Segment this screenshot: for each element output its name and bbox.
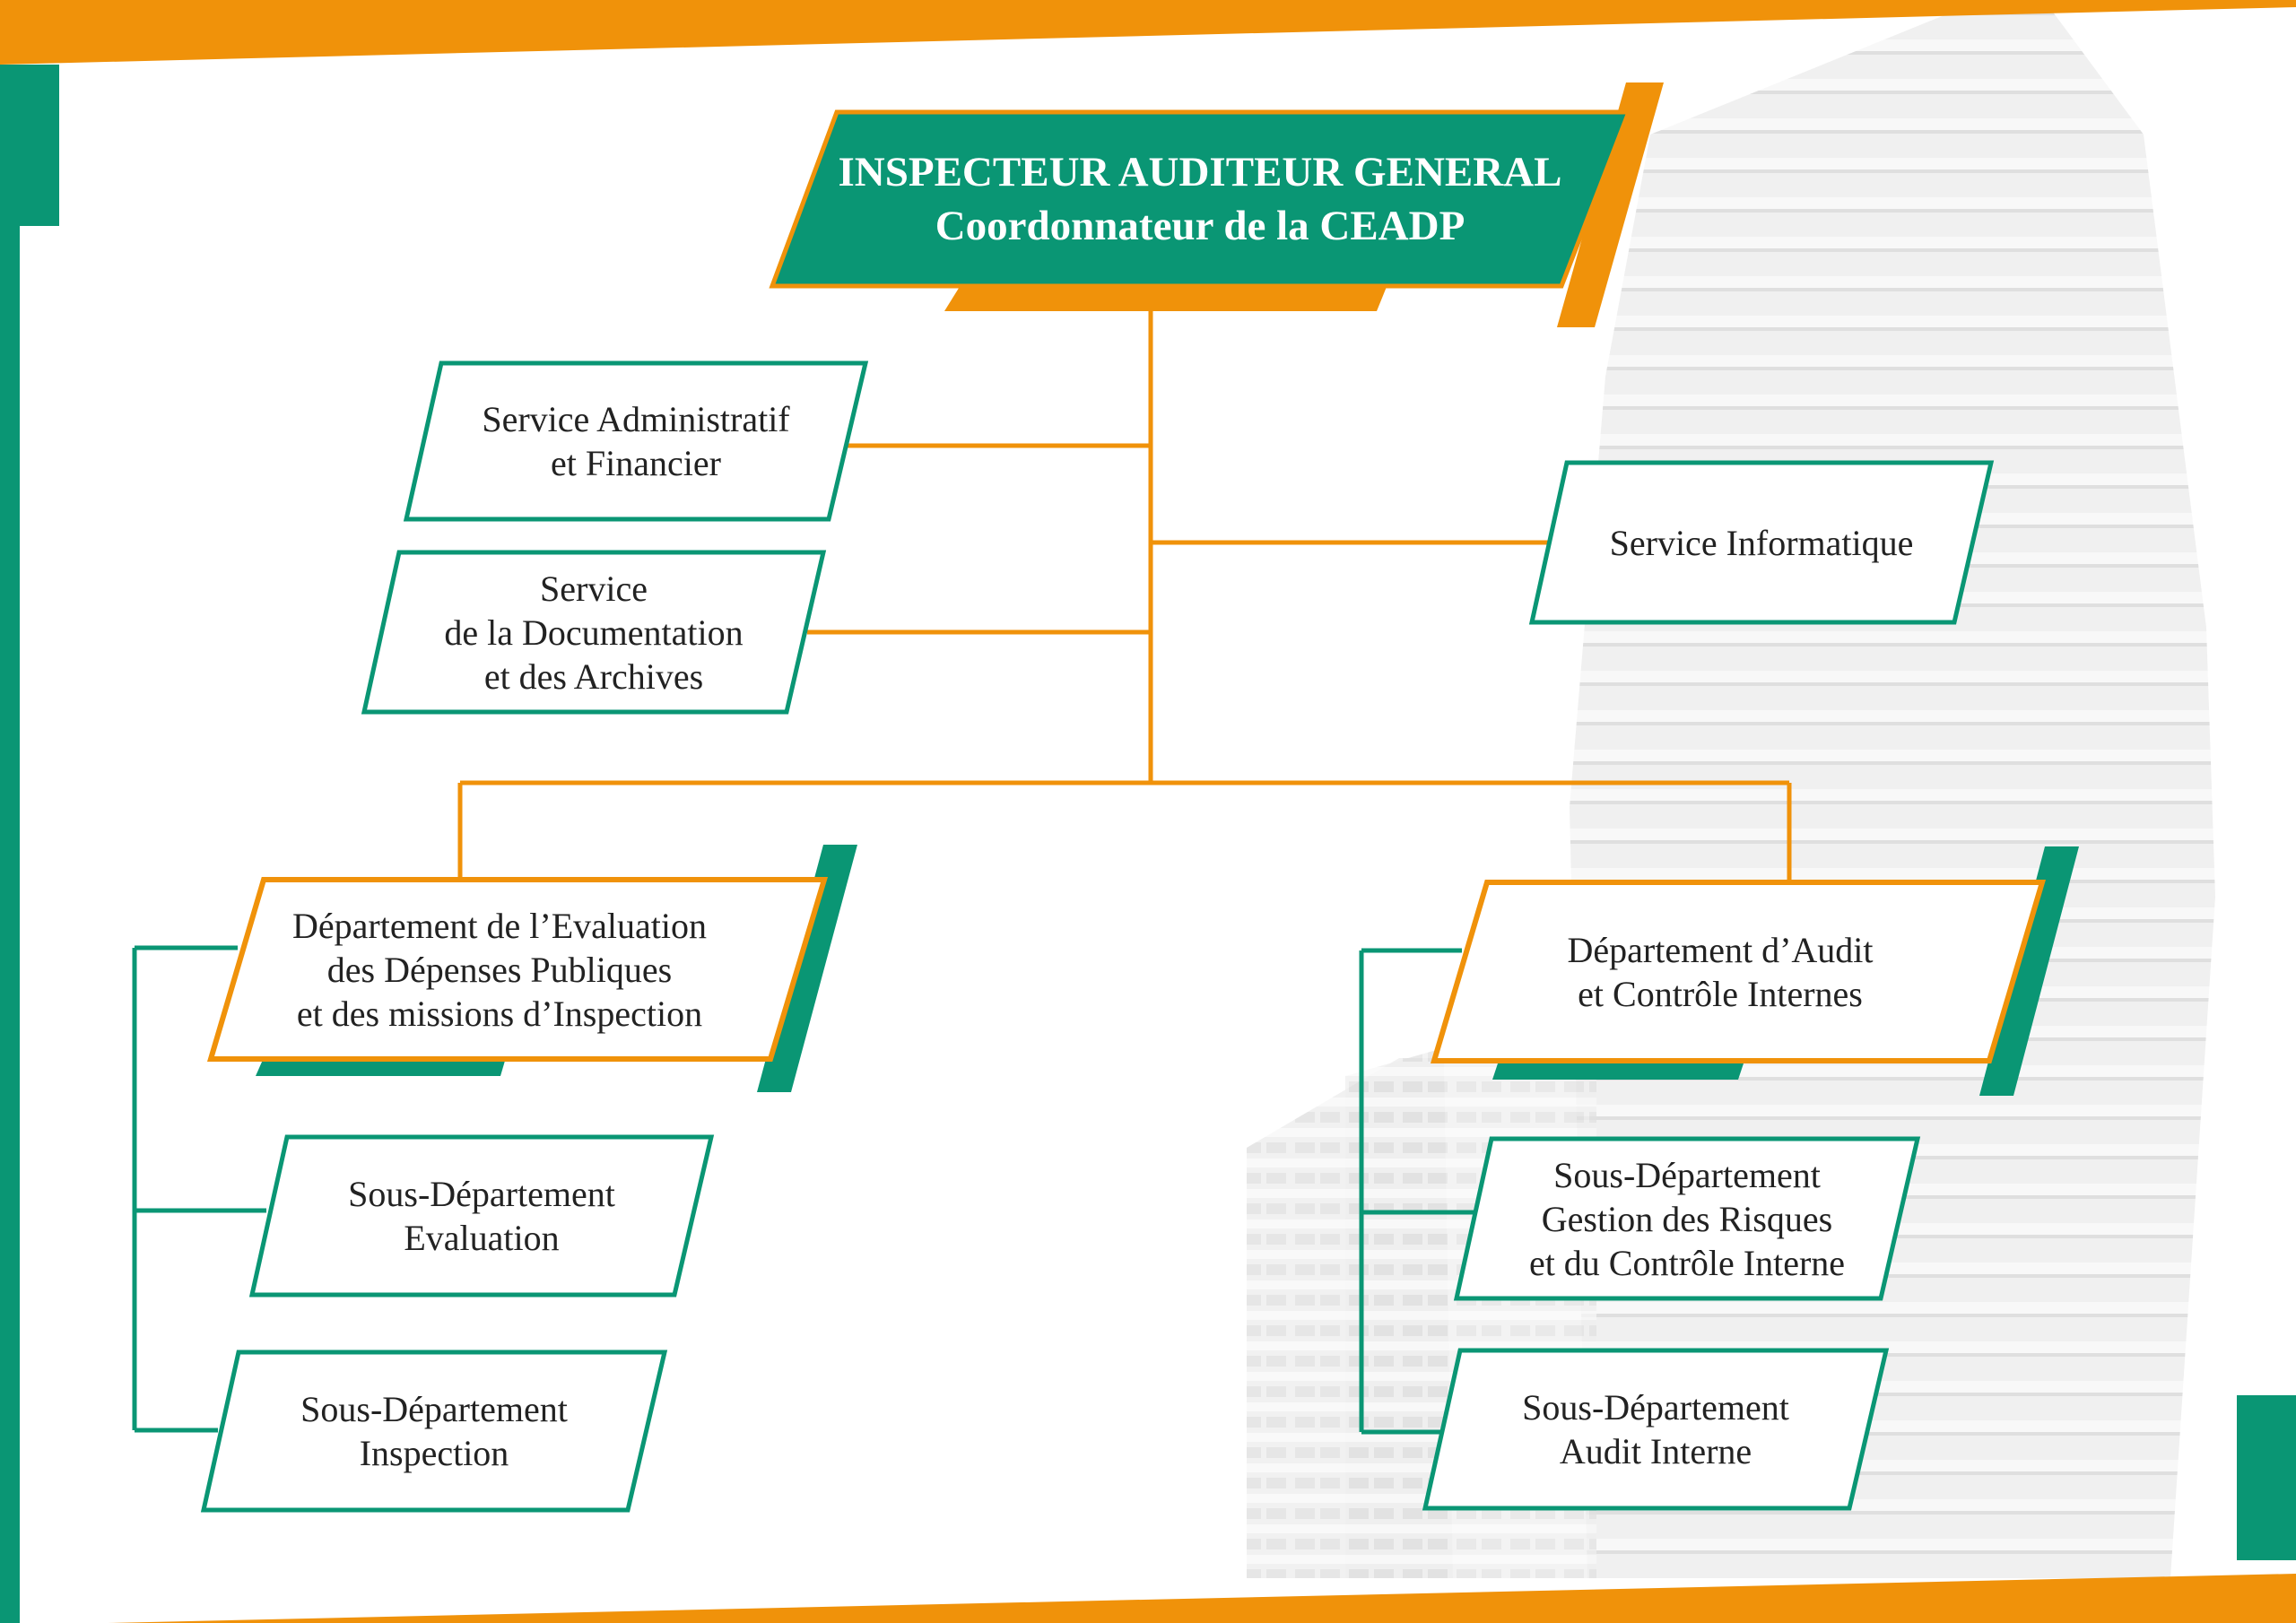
label-line: Sous-Département: [1553, 1154, 1821, 1195]
label-line: Sous-Département: [300, 1389, 568, 1429]
label-line: et Financier: [551, 443, 721, 483]
node-shape: [361, 550, 827, 715]
label-line: des Dépenses Publiques: [326, 949, 673, 990]
label-line: Evaluation: [404, 1218, 560, 1258]
label-line: et des Archives: [483, 655, 704, 697]
label-line: Service: [540, 568, 648, 609]
node-shape: [1453, 1136, 1921, 1301]
label-line: Département de l’Evaluation: [291, 905, 708, 946]
node-departement-evaluation: Département de l’Evaluation des Dépenses…: [206, 877, 829, 1062]
node-sous-departement-evaluation: Sous-Département Evaluation: [248, 1134, 715, 1298]
node-sous-departement-audit-interne: Sous-Département Audit Interne: [1422, 1348, 1890, 1511]
top-subtitle-line: Coordonnateur de la CEADP: [935, 203, 1465, 249]
node-service-documentation: Service de la Documentation et des Archi…: [361, 550, 827, 715]
left-green-block: [0, 65, 59, 226]
label-line: Service Administratif: [482, 399, 790, 439]
top-title-line: INSPECTEUR AUDITEUR GENERAL: [838, 149, 1562, 195]
node-shape: [1430, 880, 2047, 1063]
node-label: Département de l’Evaluation des Dépenses…: [208, 877, 827, 1062]
node-service-informatique: Service Informatique: [1528, 460, 1995, 625]
node-departement-audit: Département d’Audit et Contrôle Internes: [1430, 880, 2047, 1063]
node-shape: [1422, 1348, 1890, 1511]
node-label: Sous-Département Inspection: [201, 1350, 667, 1513]
top-orange-band: [0, 0, 2296, 65]
node-label: Service Administratif et Financier: [404, 360, 868, 522]
top-box-side-accent: [1557, 82, 1664, 327]
right-green-block: [2237, 1395, 2296, 1560]
node-shape: [403, 360, 869, 522]
node-service-administratif: Service Administratif et Financier: [403, 360, 869, 522]
node-shape: [769, 109, 1632, 289]
node-label: Service de la Documentation et des Archi…: [361, 550, 826, 715]
label-line: de la Documentation: [444, 612, 744, 653]
label-line: Gestion des Risques: [1541, 1198, 1833, 1239]
node-sous-departement-risques: Sous-Département Gestion des Risques et …: [1453, 1136, 1921, 1301]
node-shape: [200, 1350, 668, 1513]
node-label: Sous-Département Evaluation: [249, 1134, 714, 1298]
label-line: et du Contrôle Interne: [1528, 1242, 1846, 1283]
node-inspecteur-auditeur-general: INSPECTEUR AUDITEUR GENERAL Coordonnateu…: [769, 109, 1632, 289]
label-line: Sous-Département: [1522, 1387, 1789, 1428]
node-sous-departement-inspection: Sous-Département Inspection: [200, 1350, 668, 1513]
label-line: Inspection: [359, 1433, 509, 1473]
label-line: et des missions d’Inspection: [296, 993, 703, 1034]
dept-left-side-accent: [757, 845, 857, 1092]
label-line: Département d’Audit: [1567, 929, 1874, 970]
node-shape: [1528, 460, 1995, 625]
node-shape: [206, 877, 829, 1062]
node-label: Département d’Audit et Contrôle Internes: [1431, 880, 2045, 1063]
node-label: Sous-Département Audit Interne: [1422, 1348, 1889, 1511]
node-label: Service Informatique: [1529, 460, 1994, 625]
label-line: Service Informatique: [1609, 522, 1914, 563]
label-line: et Contrôle Internes: [1578, 973, 1863, 1014]
node-shape: [248, 1134, 715, 1298]
left-green-edge: [0, 65, 20, 1623]
node-label: INSPECTEUR AUDITEUR GENERAL Coordonnateu…: [770, 109, 1631, 289]
label-line: Audit Interne: [1559, 1431, 1752, 1471]
dept-right-side-accent: [1979, 846, 2079, 1096]
node-label: Sous-Département Gestion des Risques et …: [1454, 1136, 1920, 1301]
label-line: Sous-Département: [348, 1174, 615, 1214]
bottom-orange-band: [108, 1574, 2296, 1623]
